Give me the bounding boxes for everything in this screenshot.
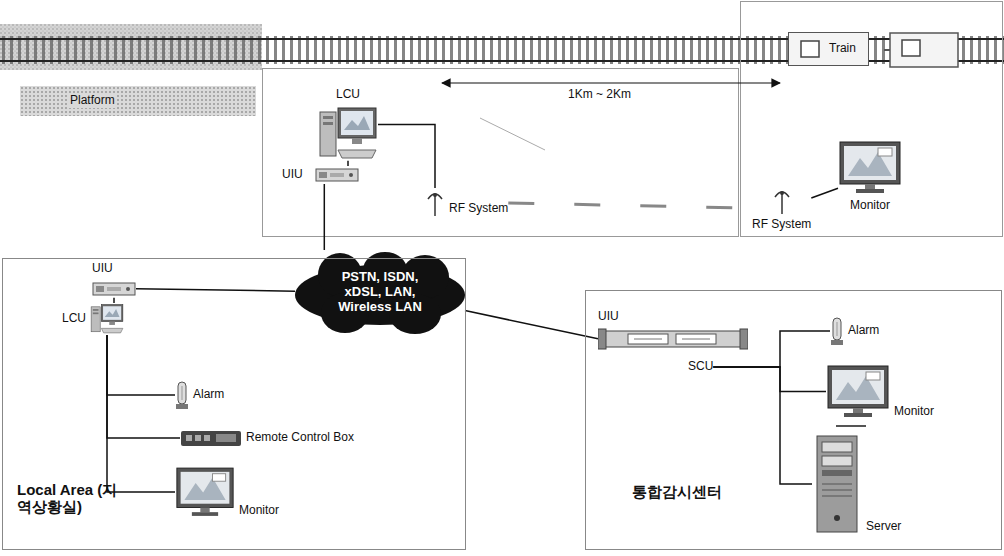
icon-server (812, 434, 862, 534)
distance-arrow (442, 82, 780, 83)
node-label: Alarm (193, 388, 224, 402)
connector (811, 188, 838, 198)
connector (136, 289, 295, 291)
node-label: UIU (598, 310, 619, 324)
node-label: Platform (68, 94, 117, 108)
control-center-box: 통합감시센터 UIU SCU AlarmMonitorServer (585, 290, 1002, 550)
connector (508, 203, 752, 208)
connector (107, 335, 180, 438)
node-label: RF System (752, 218, 811, 232)
node-label: Alarm (848, 324, 879, 338)
icon-device (92, 280, 136, 298)
callout-line (480, 118, 545, 150)
icon-rack (598, 328, 748, 350)
monitor: Monitor (838, 140, 902, 213)
server: Server (812, 434, 901, 534)
connector (113, 298, 115, 303)
connector (378, 124, 435, 188)
connector (107, 335, 175, 395)
node-label: Train (829, 42, 856, 56)
connector (347, 161, 349, 166)
icon-monitor (175, 466, 235, 518)
remote-control-box: Remote Control Box (180, 428, 354, 448)
node-label: UIU (282, 168, 303, 182)
train-car: Train (788, 32, 869, 66)
node-label: Monitor (239, 504, 279, 518)
node-label: LCU (336, 88, 360, 102)
monitor: Monitor (175, 466, 279, 518)
lcu-unit: LCU (62, 303, 124, 335)
icon-alarm (175, 380, 189, 410)
node-label: 통합감시센터 (632, 483, 722, 500)
scu-label: SCU (688, 360, 713, 374)
node-label: PSTN, ISDN, xDSL, LAN, Wireless LAN (334, 270, 426, 315)
node-label: UIU (92, 262, 113, 276)
monitor: Monitor (826, 364, 934, 419)
connector (324, 184, 326, 250)
node-label: Local Area (지역상황실) (17, 481, 127, 516)
platform-box: Platform (20, 86, 256, 116)
monitor-base (836, 425, 866, 427)
rf-system: RF System (752, 186, 811, 232)
icon-device (307, 166, 367, 184)
connector (713, 367, 812, 484)
icon-monitor (826, 364, 890, 419)
uiu-unit: UIU (282, 166, 367, 184)
icon-lcu (90, 303, 124, 335)
network-cloud: PSTN, ISDN, xDSL, LAN, Wireless LAN (295, 250, 465, 335)
icon-rcb (180, 428, 242, 448)
node-label: Remote Control Box (246, 431, 354, 445)
uiu-unit: UIU (598, 310, 748, 350)
node-label: Monitor (894, 405, 934, 419)
distance-label: 1Km ~ 2Km (566, 88, 633, 102)
node-label: Monitor (850, 199, 890, 213)
node-label: SCU (688, 360, 713, 374)
station-region (263, 69, 739, 237)
icon-antenna (425, 188, 445, 216)
alarm: Alarm (830, 316, 879, 346)
connector (107, 335, 175, 492)
local-area-box: Local Area (지역상황실) UIU LCU AlarmRemote Cont… (2, 258, 466, 550)
icon-win (799, 39, 821, 59)
node-label: Server (866, 520, 901, 534)
icon-antenna (772, 186, 792, 214)
alarm: Alarm (175, 380, 224, 410)
rf-system: RF System (425, 188, 508, 216)
icon-alarm (830, 316, 844, 346)
train-car (884, 33, 958, 67)
node-label: RF System (449, 202, 508, 216)
icon-monitor (838, 140, 902, 195)
uiu-unit: UIU (92, 262, 136, 298)
node-label: LCU (62, 312, 86, 326)
train-region (741, 2, 1003, 237)
lcu-unit: LCU (318, 88, 378, 161)
icon-lcu (318, 106, 378, 161)
connector (713, 367, 826, 392)
connector (465, 311, 598, 339)
